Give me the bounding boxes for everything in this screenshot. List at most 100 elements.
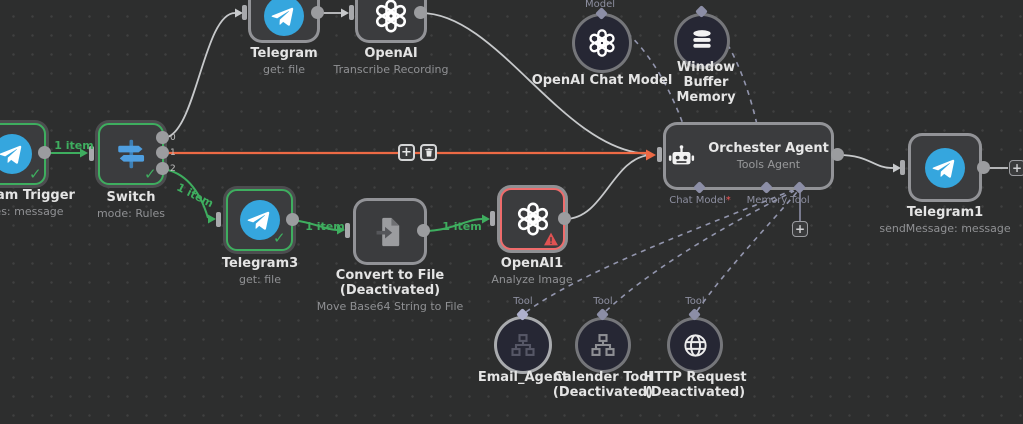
edge-openai1-to-agent[interactable] — [564, 154, 651, 220]
output-label-2: 2 — [170, 164, 176, 174]
node-label-openai1: OpenAI1 Analyze Image — [491, 256, 572, 286]
node-subtitle: mode: Rules — [96, 207, 166, 220]
telegram-icon — [239, 200, 280, 240]
node-title: Calender Tool — [553, 370, 653, 385]
node-email-agent[interactable] — [494, 316, 552, 374]
node-status-line: (Deactivated) — [552, 385, 654, 400]
output-label-0: 0 — [170, 133, 176, 143]
plus-icon: + — [401, 145, 412, 160]
node-title: OpenAI1 — [500, 256, 564, 271]
add-node-on-edge-button[interactable]: + — [398, 144, 415, 161]
output-endpoint[interactable] — [156, 131, 169, 144]
output-endpoint[interactable] — [558, 212, 571, 225]
output-label-1: 1 — [170, 148, 176, 158]
database-icon — [693, 30, 711, 48]
arrow-icon — [337, 225, 345, 235]
node-label-telegram: Telegram get: file — [250, 46, 317, 76]
arrow-icon — [341, 8, 349, 18]
edge-agent-to-telegram1[interactable] — [837, 154, 894, 169]
node-subtitle: Move Base64 String to File — [316, 300, 464, 313]
trash-icon — [424, 148, 433, 157]
plus-icon: + — [1011, 161, 1023, 175]
output-endpoint[interactable] — [414, 6, 427, 19]
edge-httprequest-to-agent[interactable] — [696, 191, 798, 312]
node-label-switch: Switch mode: Rules — [97, 190, 165, 220]
robot-icon — [669, 144, 695, 164]
node-label-calender-tool: Calender Tool (Deactivated) — [553, 370, 653, 400]
edge-items-label: 1 item — [305, 220, 345, 233]
input-endpoint[interactable] — [490, 211, 495, 226]
telegram-icon — [0, 134, 32, 174]
arrow-icon — [80, 148, 88, 158]
node-subtitle: updates: message — [0, 205, 64, 218]
node-status-line: (Deactivated) — [339, 283, 441, 298]
edge-calendertool-to-agent[interactable] — [605, 190, 795, 312]
node-title: Orchester Agent — [708, 141, 829, 156]
node-convert-to-file[interactable] — [353, 198, 427, 265]
node-http-request[interactable] — [667, 317, 723, 373]
node-window-buffer-memory[interactable] — [674, 13, 730, 69]
input-endpoint[interactable] — [89, 146, 94, 161]
node-telegram1[interactable] — [908, 133, 982, 202]
output-endpoint[interactable] — [977, 161, 990, 174]
node-telegram3[interactable] — [223, 186, 296, 254]
warning-icon — [544, 232, 558, 246]
connector-label-tool: Tool — [790, 195, 810, 206]
node-subtitle: get: file — [238, 273, 282, 286]
telegram-icon — [264, 0, 304, 36]
connector-label-text: Chat Model — [669, 195, 726, 206]
node-telegram[interactable] — [248, 0, 320, 43]
input-endpoint[interactable] — [900, 160, 905, 175]
sitemap-icon — [591, 334, 615, 356]
node-telegram-trigger[interactable] — [0, 120, 49, 188]
node-status-line: (Deactivated) — [644, 385, 746, 400]
node-openai1[interactable] — [497, 185, 568, 253]
success-check-icon: ✓ — [144, 165, 157, 183]
output-endpoint[interactable] — [311, 6, 324, 19]
edge-switch2-to-telegram3[interactable] — [162, 168, 209, 219]
connector-label-memory: Memory — [746, 195, 788, 206]
edge-openai-to-agent[interactable] — [420, 12, 649, 155]
openai-icon — [375, 0, 407, 32]
node-title: Telegram1 — [906, 205, 984, 220]
delete-edge-button[interactable] — [420, 144, 437, 161]
input-endpoint[interactable] — [345, 223, 350, 238]
connector-label-tool: Tool — [513, 296, 533, 307]
node-label-telegram1: Telegram1 sendMessage: message — [879, 205, 1010, 235]
node-subtitle: sendMessage: message — [879, 222, 1011, 235]
edge-memory-to-agent[interactable] — [702, 12, 767, 182]
openai-icon — [517, 202, 548, 236]
node-label-email-agent: Email_Agent — [478, 370, 568, 385]
node-openai-chat-model[interactable] — [572, 13, 632, 73]
output-endpoint[interactable] — [417, 224, 430, 237]
output-endpoint[interactable] — [38, 146, 51, 159]
node-label-openai-chat-model: OpenAI Chat Model — [532, 73, 673, 88]
edge-items-label: 1 item — [54, 139, 94, 152]
output-endpoint[interactable] — [831, 148, 844, 161]
connector-label-chat-model: Chat Model* — [669, 195, 731, 206]
input-endpoint[interactable] — [657, 147, 662, 162]
input-endpoint[interactable] — [216, 212, 221, 227]
output-endpoint[interactable] — [286, 213, 299, 226]
input-endpoint[interactable] — [242, 5, 247, 20]
edge-convert-to-openai1[interactable] — [423, 218, 483, 232]
edge-switch0-to-telegram[interactable] — [162, 12, 236, 139]
node-orchester-agent[interactable]: Orchester Agent Tools Agent — [663, 122, 834, 190]
node-title: Switch — [106, 190, 156, 205]
node-calender-tool[interactable] — [575, 317, 631, 373]
node-subtitle: Tools Agent — [736, 158, 801, 171]
arrow-icon — [893, 163, 901, 173]
add-next-node-button[interactable]: + — [1009, 160, 1023, 176]
node-title: Convert to File — [335, 268, 445, 283]
output-endpoint[interactable] — [156, 146, 169, 159]
telegram-icon — [925, 147, 965, 188]
edge-items-label: 1 item — [442, 220, 482, 233]
arrow-icon — [646, 149, 656, 161]
node-switch[interactable] — [95, 120, 167, 188]
add-tool-button[interactable]: + — [792, 221, 808, 237]
input-endpoint[interactable] — [349, 5, 354, 20]
node-title: OpenAI Chat Model — [531, 73, 673, 88]
edge-emailagent-to-agent[interactable] — [525, 189, 794, 313]
output-endpoint[interactable] — [156, 162, 169, 175]
